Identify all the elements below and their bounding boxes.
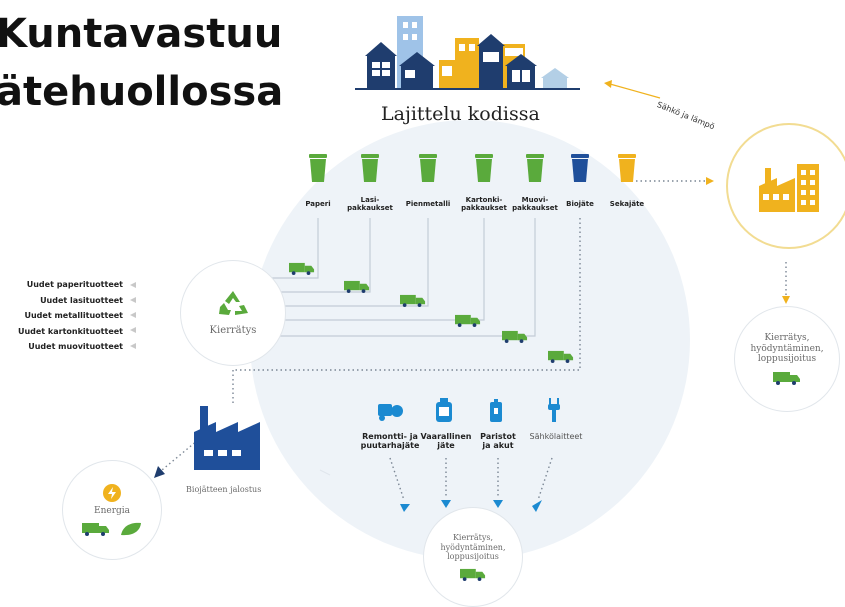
recycling-label: Kierrätys (209, 325, 257, 336)
bin-icon (571, 154, 589, 182)
truck-icon (344, 280, 370, 293)
bin-label: Biojäte (566, 200, 594, 208)
bin-icon (618, 154, 636, 182)
bin-label: Lasi- pakkaukset (347, 196, 393, 213)
product-item: Uudet kartonkituotteet (17, 326, 123, 336)
houses-illustration (355, 16, 580, 90)
garden-waste-icon (378, 404, 403, 421)
biowaste-plant-label: Biojätteen jalostus (186, 485, 262, 494)
energy-node: Energia (62, 460, 162, 560)
bin-label: Pienmetalli (405, 200, 451, 208)
truck-icon (82, 523, 109, 537)
bin-icon (526, 154, 544, 182)
bin-label: Kartonki- pakkaukset (461, 196, 507, 213)
truck-icon (502, 330, 528, 343)
battery-icon (490, 399, 502, 422)
product-item: Uudet metallituotteet (24, 311, 123, 320)
biowaste-factory-icon (194, 406, 260, 470)
truck-icon (455, 314, 481, 327)
electronics-plug-icon (548, 398, 560, 422)
recycle-icon (219, 291, 248, 315)
truck-icon (460, 568, 486, 581)
title-line-2: ätehuollossa (0, 69, 284, 115)
bin-icon (361, 154, 379, 182)
truck-icon (289, 262, 315, 275)
special-category-label: Paristot ja akut (480, 432, 516, 451)
product-item: Uudet muovituotteet (28, 342, 123, 351)
home-sorting-label: Lajittelu kodissa (381, 103, 540, 125)
truck-icon (400, 294, 426, 307)
leaf-icon (121, 523, 141, 536)
bottom-recovery-node: Kierrätys, hyödyntäminen, loppusijoitus (423, 507, 523, 607)
product-item: Uudet lasituotteet (40, 295, 123, 305)
bin-label: Paperi (305, 200, 331, 208)
energy-label: Energia (94, 505, 130, 516)
product-item: Uudet paperituotteet (26, 280, 123, 289)
bin-icon (309, 154, 327, 182)
right-recovery-label: Kierrätys, hyödyntäminen, loppusijoitus (750, 332, 824, 365)
bin-icon (419, 154, 437, 182)
bin-icon (475, 154, 493, 182)
right-recovery-node: Kierrätys, hyödyntäminen, loppusijoitus (734, 306, 840, 412)
lightning-icon (103, 483, 121, 502)
background-circle (250, 120, 690, 560)
title-line-1: Kuntavastuu (0, 11, 283, 57)
bottom-recovery-label: Kierrätys, hyödyntäminen, loppusijoitus (440, 533, 506, 562)
power-plant-node (726, 123, 845, 249)
truck-icon (773, 372, 800, 386)
bin-label: Sekajäte (609, 200, 645, 208)
truck-icon (548, 350, 574, 363)
factory-icon (759, 164, 819, 212)
special-category-label: Remontti- ja puutarhajäte (360, 432, 420, 451)
special-category-label: Sähkölaitteet (529, 432, 583, 441)
hazardous-waste-icon (436, 398, 452, 422)
recycling-node: Kierrätys (180, 260, 286, 366)
bin-label: Muovi- pakkaukset (512, 196, 558, 213)
special-category-label: Vaarallinen jäte (420, 432, 472, 451)
